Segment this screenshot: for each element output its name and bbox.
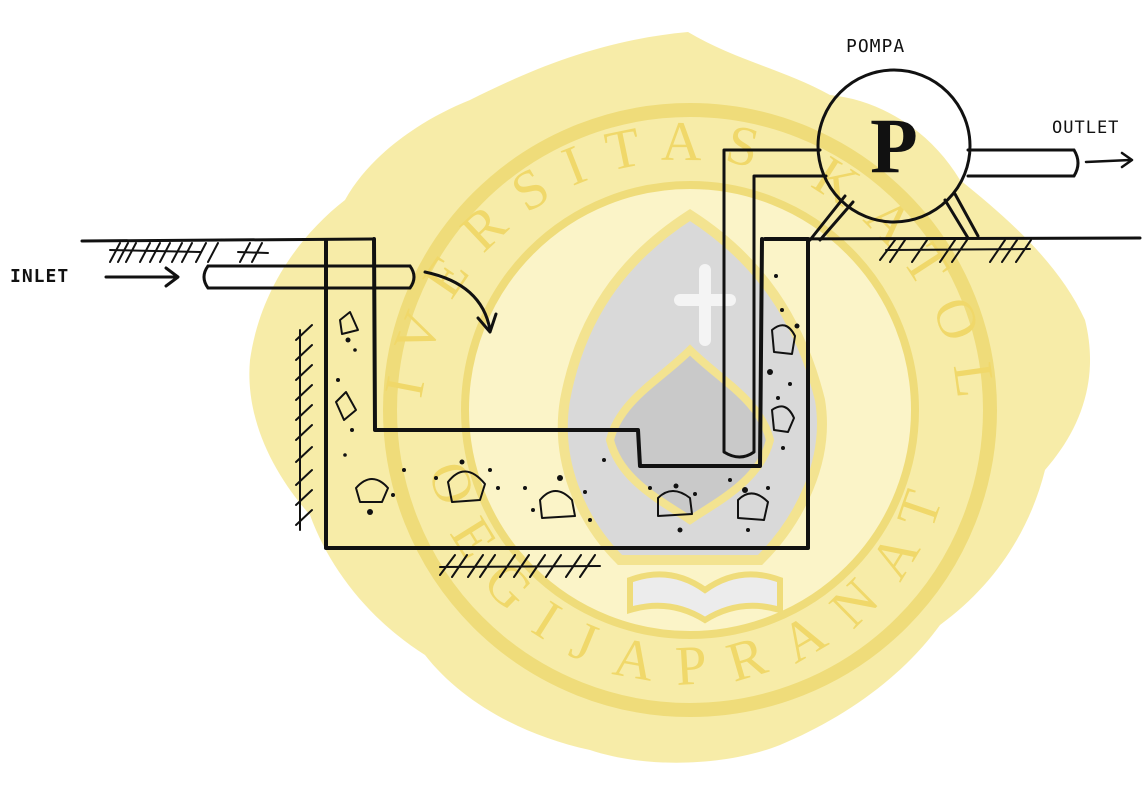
concrete-aggregate (335, 311, 796, 521)
outlet-label: OUTLET (1052, 118, 1120, 138)
ground-hatch-right (879, 239, 1032, 263)
inlet-pipe (202, 264, 416, 290)
pit-outer-wall (324, 239, 810, 550)
pump-label: POMPA (846, 36, 906, 57)
seal-ring-outer (383, 103, 997, 717)
ground-line-left (80, 237, 374, 243)
pump-symbol: P (870, 102, 918, 189)
pit-inner-wall (372, 237, 764, 468)
ground-hatch-bottom (439, 554, 601, 578)
sketch (80, 68, 1142, 578)
ground-line-right (763, 236, 1142, 241)
suction-pipe (722, 148, 828, 459)
outlet-pipe (966, 148, 1080, 178)
university-seal-watermark: UNIVERSITAS KATOLIK SOEGIJAPRANATA (0, 0, 1091, 763)
outlet-arrow-icon (1084, 151, 1134, 169)
concrete-dots (336, 274, 800, 533)
cross-icon (674, 264, 736, 346)
flow-arrow-icon (423, 270, 498, 334)
inlet-label: INLET (10, 266, 70, 287)
open-book-icon (627, 571, 783, 624)
ground-hatch-left (109, 242, 269, 263)
pump-legs (808, 192, 980, 242)
pump-circle (816, 68, 972, 224)
ground-hatch-wall (295, 324, 313, 531)
inlet-arrow-icon (104, 266, 180, 288)
